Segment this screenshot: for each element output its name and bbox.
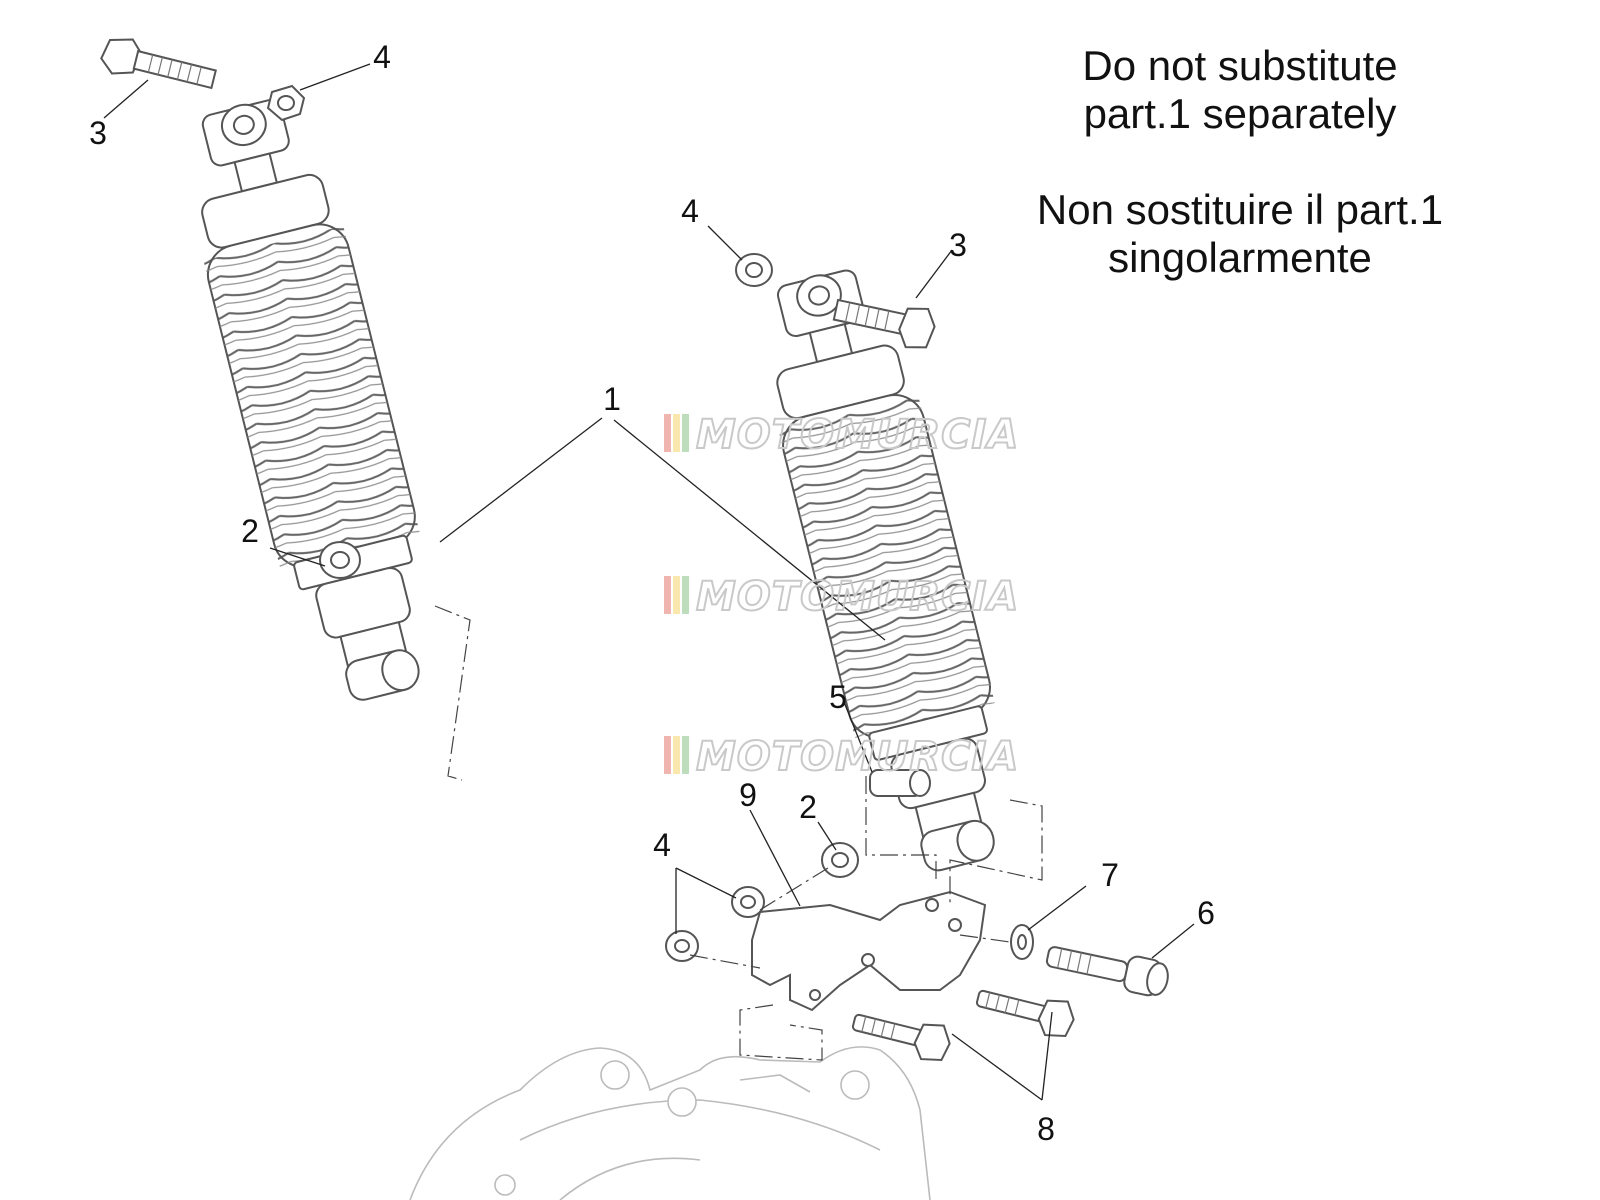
note-english-line-1: Do not substitute <box>1082 42 1398 89</box>
bushing-bracket-center <box>821 842 859 878</box>
watermark-stripe <box>673 736 680 774</box>
spacer <box>869 769 931 797</box>
watermark-stripe <box>682 576 689 614</box>
leader-lines <box>103 63 1195 1101</box>
watermark-text: MOTOMURCIA <box>696 412 1019 458</box>
note-italian-line-2: singolarmente <box>1108 234 1372 281</box>
bushing-right-top <box>735 253 773 287</box>
callout-8: 8 <box>1037 1111 1055 1147</box>
watermark-3: MOTOMURCIA <box>664 733 1019 781</box>
mounting-bracket <box>751 890 987 1012</box>
engine-casing <box>409 1046 931 1200</box>
watermark-text: MOTOMURCIA <box>696 574 1019 620</box>
callout-3-left: 3 <box>89 115 107 151</box>
nut-top-left <box>266 84 306 122</box>
note-italian-line-1: Non sostituire il part.1 <box>1036 186 1444 233</box>
socket-bolt <box>1045 946 1169 997</box>
watermark-stripe <box>664 736 671 774</box>
watermark-text: MOTOMURCIA <box>696 734 1019 780</box>
bolt-top-left <box>100 38 217 90</box>
left-shock-absorber <box>201 98 420 701</box>
watermark-1: MOTOMURCIA <box>664 411 1019 459</box>
flange-bolt-lower <box>851 1013 951 1062</box>
bushing-left <box>319 541 361 579</box>
bolt-top-right <box>832 298 936 349</box>
callout-6: 6 <box>1197 895 1215 931</box>
callout-9: 9 <box>739 777 757 813</box>
watermark-stripe <box>682 414 689 452</box>
callout-4-right: 4 <box>681 193 699 229</box>
assembly-guides <box>434 605 1043 1061</box>
flange-bolt-upper <box>975 989 1075 1038</box>
note-english: Do not substitute part.1 separately <box>1010 42 1470 138</box>
callout-1: 1 <box>603 381 621 417</box>
watermark-stripe <box>664 414 671 452</box>
watermark-stripe <box>682 736 689 774</box>
right-shock-absorber <box>776 269 995 872</box>
note-italian: Non sostituire il part.1 singolarmente <box>1010 186 1470 282</box>
bushing-bracket-left-upper <box>731 886 765 918</box>
callout-3-right: 3 <box>949 227 967 263</box>
watermark-2: MOTOMURCIA <box>664 573 1019 621</box>
bushing-bracket-left-lower <box>665 930 699 962</box>
callout-4-bracket: 4 <box>653 827 671 863</box>
callout-2-left: 2 <box>241 513 259 549</box>
watermark-stripe <box>673 414 680 452</box>
callout-7: 7 <box>1101 857 1119 893</box>
callout-2-bracket: 2 <box>799 789 817 825</box>
callout-5: 5 <box>829 679 847 715</box>
callout-4-top-left: 4 <box>373 39 391 75</box>
watermark-stripe <box>664 576 671 614</box>
washer <box>1010 924 1034 960</box>
note-english-line-2: part.1 separately <box>1083 90 1397 137</box>
watermark-stripe <box>673 576 680 614</box>
